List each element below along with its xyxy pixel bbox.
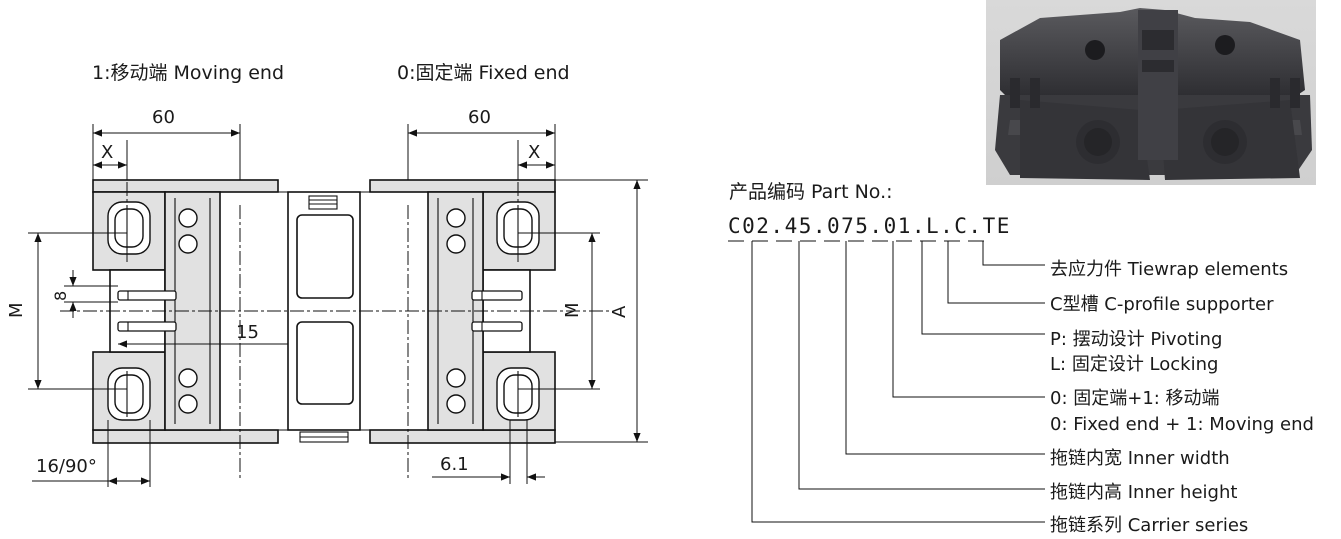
dim-a: A <box>609 305 630 318</box>
dim-8: 8 <box>51 291 70 301</box>
part-number-legend: 产品编码 Part No.: C02.45.075.01.L.C.TE 去应力件… <box>728 181 1314 536</box>
dim-15: 15 <box>236 322 259 343</box>
dim-m-right: M <box>562 302 583 318</box>
legend-carrier-series: 拖链系列 Carrier series <box>1050 515 1248 536</box>
moving-end-label: 1:移动端 Moving end <box>92 62 284 84</box>
dim-6-1: 6.1 <box>440 454 469 475</box>
end-bracket-drawing: 1:移动端 Moving end 0:固定端 Fixed end 60 X 60… <box>6 62 648 487</box>
dim-60-right: 60 <box>468 107 491 128</box>
dim-x-right: X <box>528 142 540 163</box>
legend-end-en: 0: Fixed end + 1: Moving end <box>1050 414 1314 435</box>
dim-angle: 16/90° <box>36 456 97 477</box>
legend-locking: L: 固定设计 Locking <box>1050 354 1218 375</box>
dim-x-left: X <box>101 142 113 163</box>
dim-m-left: M <box>6 302 27 318</box>
fixed-end-label: 0:固定端 Fixed end <box>397 62 570 84</box>
legend-pivoting: P: 摆动设计 Pivoting <box>1050 329 1222 350</box>
legend-inner-height: 拖链内高 Inner height <box>1050 482 1237 503</box>
legend-tiewrap: 去应力件 Tiewrap elements <box>1050 259 1288 280</box>
part-no-code: C02.45.075.01.L.C.TE <box>728 214 1011 238</box>
part-no-heading: 产品编码 Part No.: <box>729 181 893 203</box>
legend-inner-width: 拖链内宽 Inner width <box>1050 448 1230 469</box>
product-photo <box>986 0 1316 185</box>
legend-end-cn: 0: 固定端+1: 移动端 <box>1050 388 1220 409</box>
legend-c-profile: C型槽 C-profile supporter <box>1050 294 1274 315</box>
dim-60-left: 60 <box>152 107 175 128</box>
